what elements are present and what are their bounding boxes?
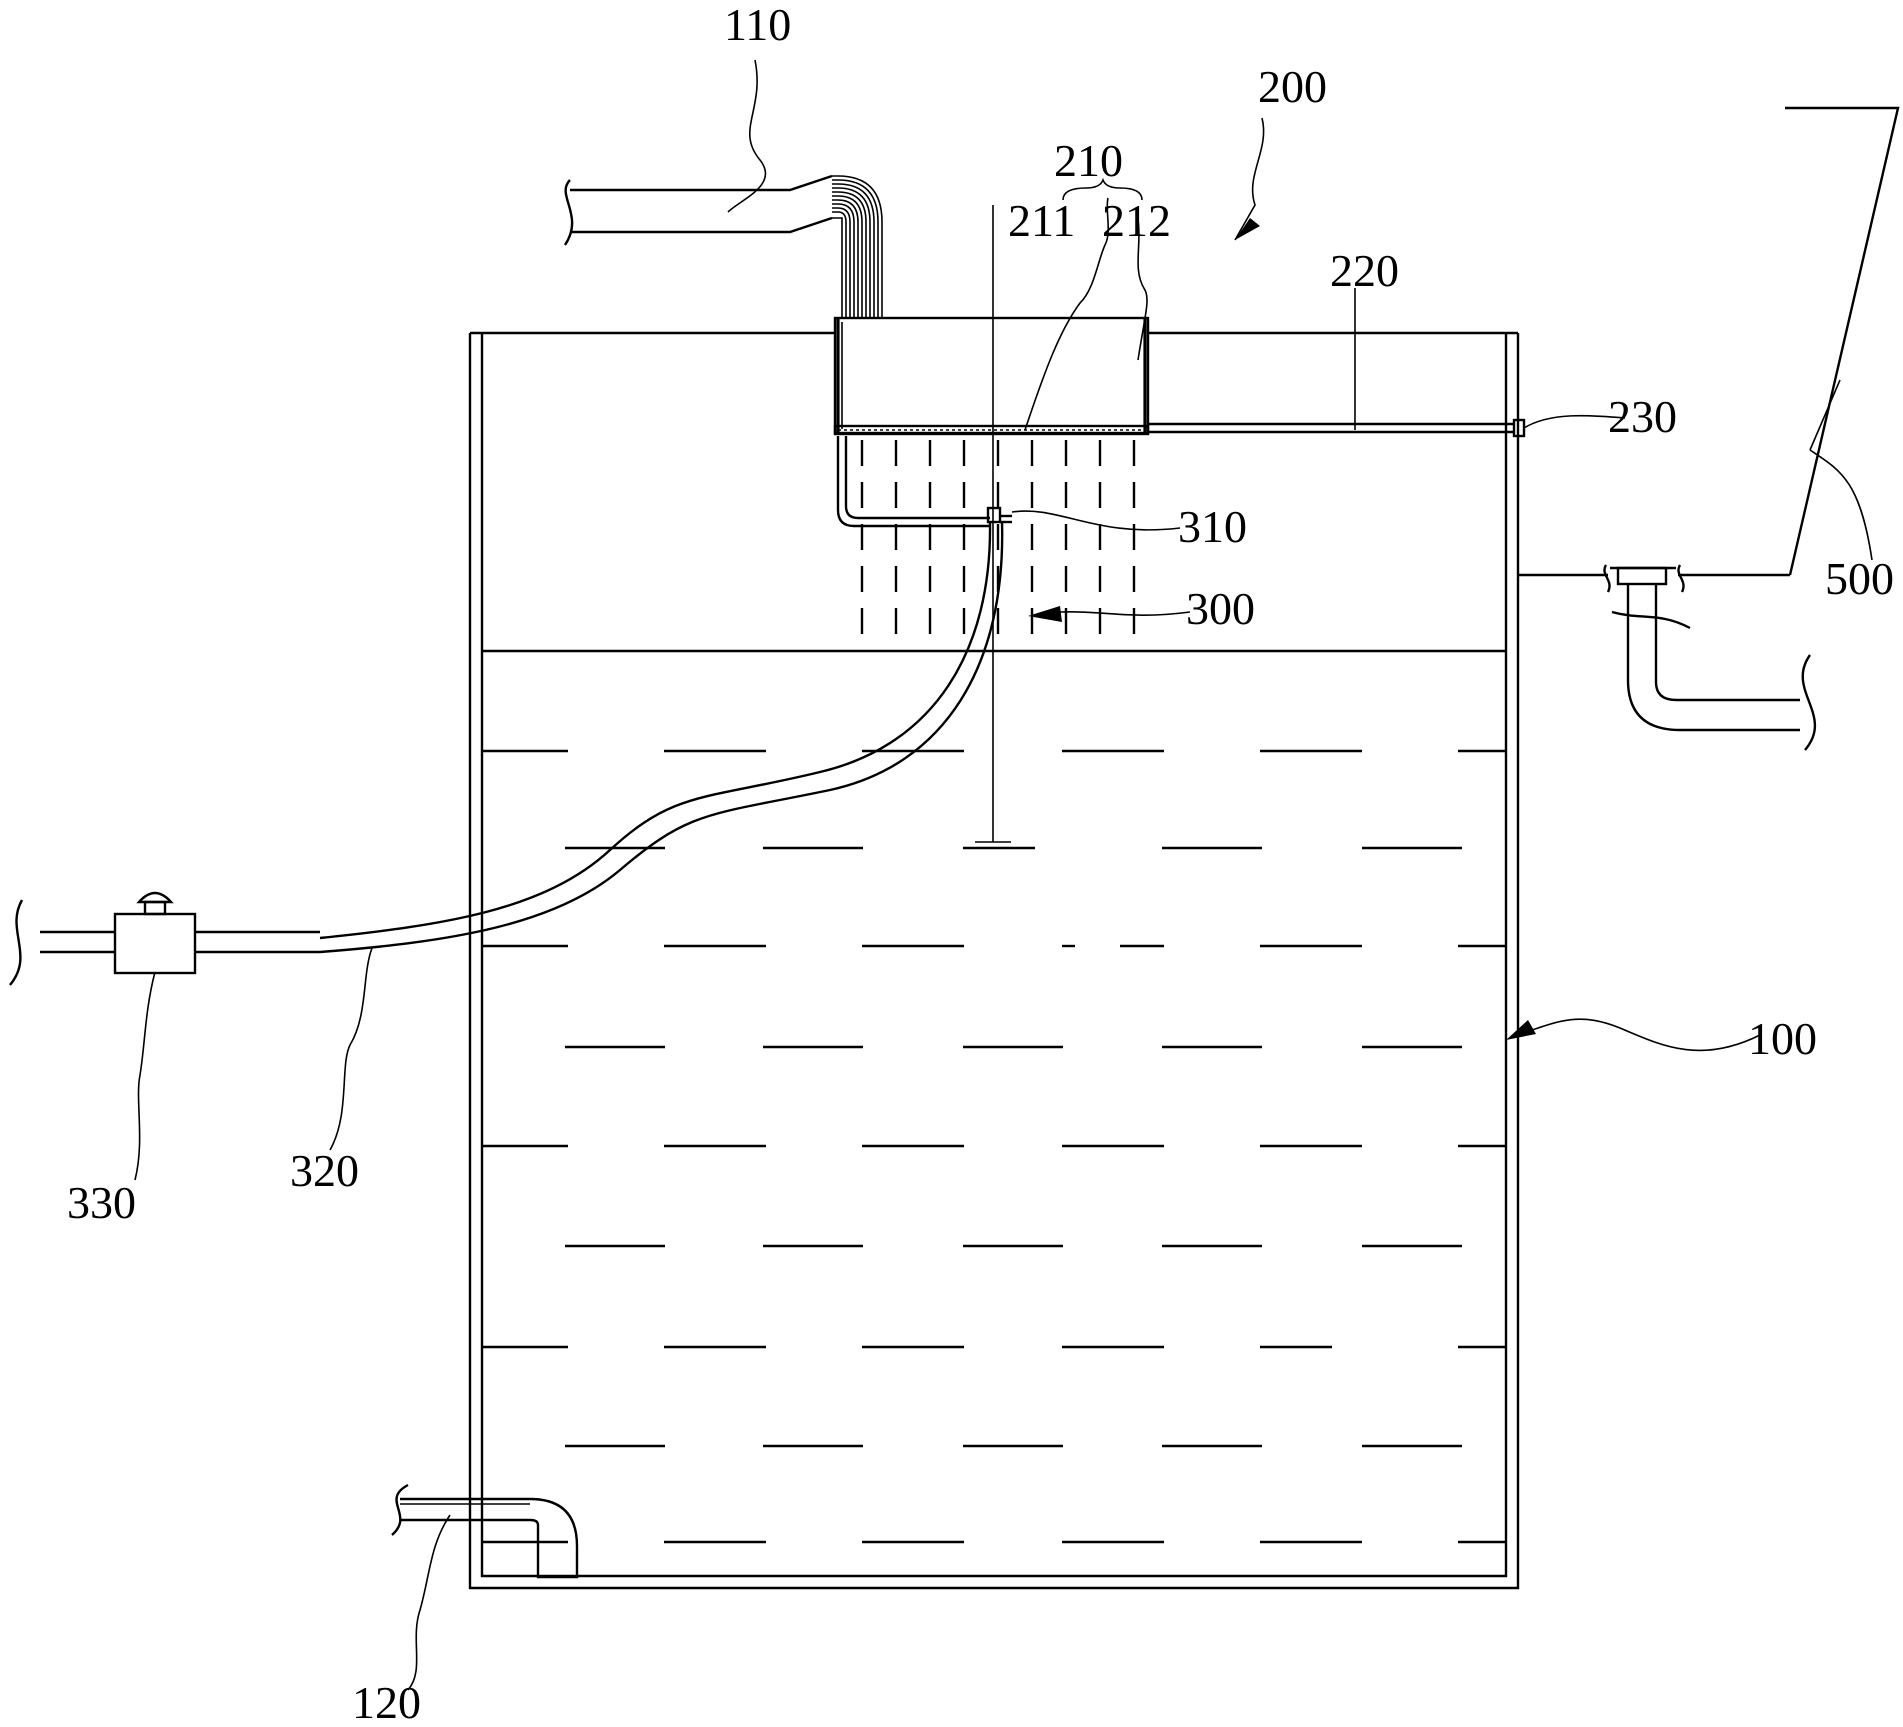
label-230: 230	[1608, 391, 1677, 442]
brace-210	[1062, 177, 1143, 201]
label-100: 100	[1748, 1013, 1817, 1064]
water-hatching	[482, 749, 1506, 1544]
spray-lines	[860, 440, 1136, 650]
inlet-pipe	[563, 174, 883, 318]
label-211: 211	[1008, 195, 1075, 246]
label-300: 300	[1186, 583, 1255, 634]
bottom-pipe	[391, 1483, 579, 1579]
label-210: 210	[1054, 135, 1123, 186]
label-220: 220	[1330, 245, 1399, 296]
leader-lines	[134, 59, 1873, 1691]
label-120: 120	[352, 1677, 421, 1727]
side-fitting	[1518, 106, 1900, 751]
connector-pipe	[836, 436, 1012, 528]
label-330: 330	[67, 1177, 136, 1228]
hose	[319, 521, 1004, 954]
label-310: 310	[1178, 501, 1247, 552]
overflow-pipe	[1148, 418, 1526, 438]
arrow-heads	[1028, 218, 1536, 1040]
label-500: 500	[1825, 553, 1894, 604]
label-200: 200	[1258, 61, 1327, 112]
label-212: 212	[1102, 195, 1171, 246]
label-110: 110	[724, 0, 791, 50]
label-320: 320	[290, 1145, 359, 1196]
tank	[468, 331, 1520, 1590]
filter-box	[833, 316, 1150, 436]
valve	[9, 891, 320, 986]
